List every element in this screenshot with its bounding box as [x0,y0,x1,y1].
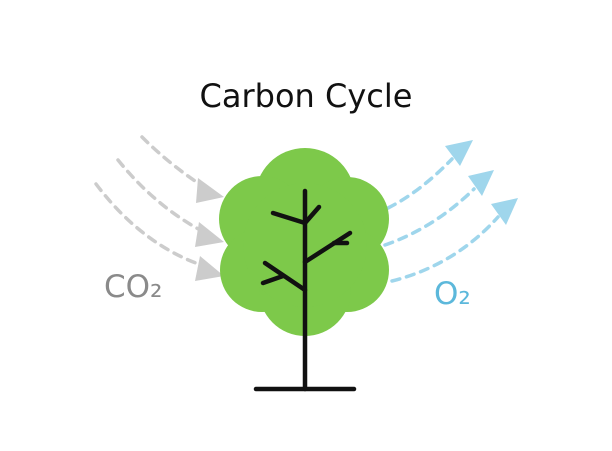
o2-arrow-1 [386,140,473,210]
diagram-title: Carbon Cycle [199,77,413,115]
co2-arrow-2 [116,158,224,247]
o2-arrows [383,140,518,283]
co2-arrows [94,135,224,281]
o2-arrow-3 [390,198,518,283]
tree-trunk [253,188,357,392]
o2-label: O₂ [434,276,471,312]
co2-label: CO₂ [104,269,163,305]
tree-canopy [219,148,389,336]
tree-icon [219,148,389,392]
o2-arrow-2 [383,170,494,247]
co2-arrow-3 [94,182,224,281]
co2-arrow-1 [140,135,224,203]
